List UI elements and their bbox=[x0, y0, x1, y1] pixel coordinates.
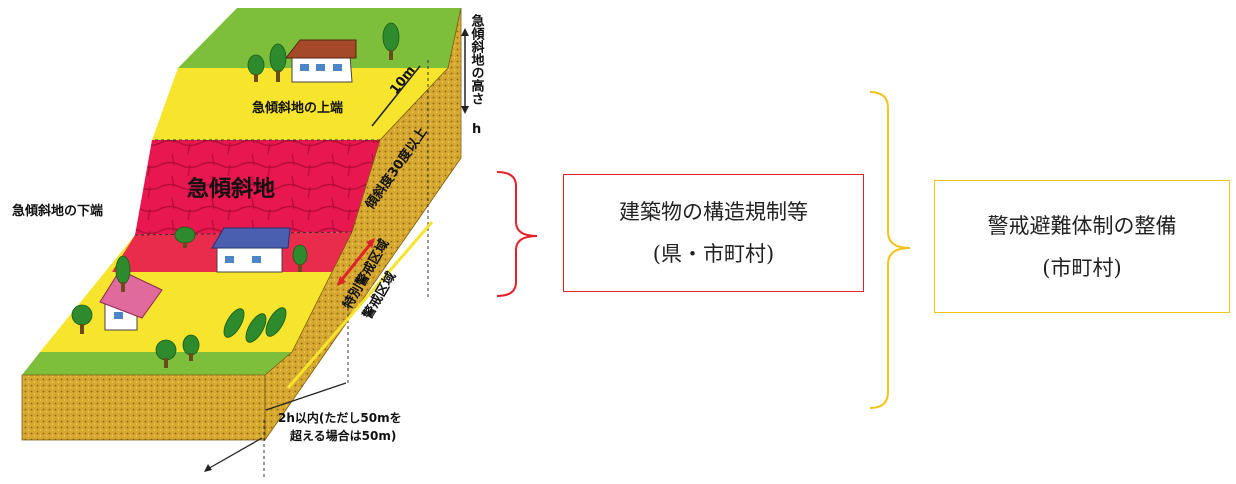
range-label-line1: 2h以内(ただし50mを bbox=[278, 410, 402, 425]
yellow-bracket bbox=[869, 91, 911, 409]
house-bottom bbox=[99, 269, 163, 331]
evacuation-system-authority: (市町村) bbox=[1042, 255, 1122, 280]
steep-slope-label: 急傾斜地 bbox=[187, 176, 275, 202]
building-regulation-box: 建築物の構造規制等 (県・市町村) bbox=[563, 174, 864, 292]
lower-green-area bbox=[22, 352, 292, 375]
steep-slope-face bbox=[135, 140, 380, 235]
red-bracket bbox=[496, 171, 538, 297]
top-edge-label: 急傾斜地の上端 bbox=[252, 100, 343, 116]
upper-yellow-area bbox=[152, 68, 448, 140]
evacuation-system-box: 警戒避難体制の整備 (市町村) bbox=[934, 180, 1230, 313]
trees bbox=[71, 22, 400, 368]
range-label-line2: 超える場合は50m) bbox=[289, 428, 396, 443]
house-middle bbox=[211, 227, 291, 273]
svg-text:h: h bbox=[472, 122, 481, 137]
svg-text:急傾斜地の高さ: 急傾斜地の高さ bbox=[469, 13, 486, 105]
building-regulation-title: 建築物の構造規制等 bbox=[619, 200, 808, 224]
house-top bbox=[284, 39, 357, 83]
bottom-edge-label: 急傾斜地の下端 bbox=[12, 203, 103, 219]
building-regulation-authority: (県・市町村) bbox=[652, 242, 775, 266]
slope-height-label: 急傾斜地の高さ h bbox=[469, 13, 486, 137]
evacuation-system-title: 警戒避難体制の整備 bbox=[987, 213, 1177, 238]
side-soil-face bbox=[264, 7, 462, 442]
front-soil-face bbox=[21, 374, 266, 441]
